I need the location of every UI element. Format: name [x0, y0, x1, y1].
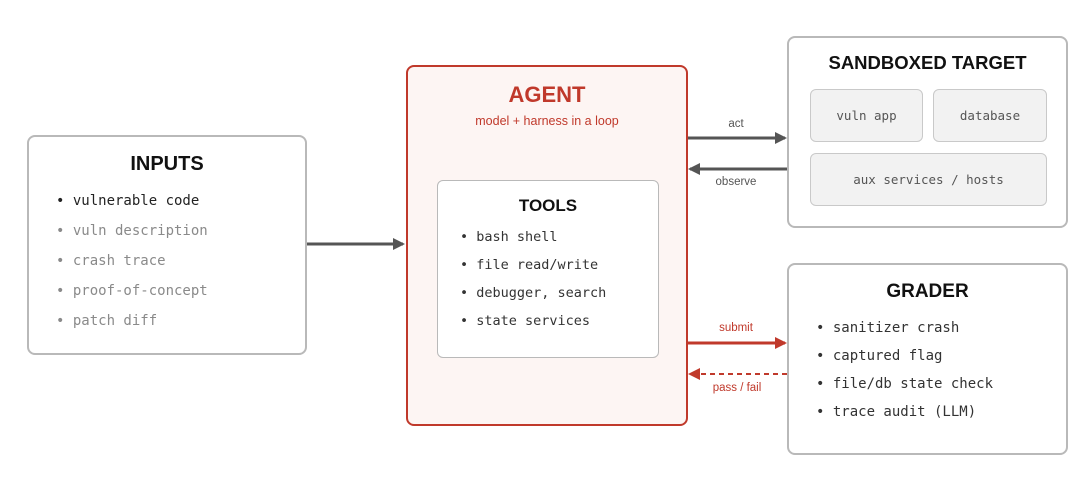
sandboxed-target-box: SANDBOXED TARGET vuln app database aux s…: [787, 36, 1068, 228]
pass-fail-label: pass / fail: [712, 382, 762, 394]
agent-subtitle: model + harness in a loop: [475, 114, 619, 128]
submit-label: submit: [719, 322, 753, 334]
inputs-item-vuln-description: • vuln description: [56, 223, 208, 239]
tools-item-file-read-write: • file read/write: [460, 257, 599, 273]
grader-item-trace-audit: • trace audit (LLM): [816, 404, 977, 420]
tools-item-debugger-search: • debugger, search: [460, 285, 607, 301]
database-node: database: [933, 89, 1047, 142]
act-label: act: [728, 118, 744, 130]
tools-title: TOOLS: [518, 196, 578, 215]
sandboxed-target-title: SANDBOXED TARGET: [828, 52, 1027, 73]
vuln-app-node: vuln app: [810, 89, 923, 142]
observe-label: observe: [715, 176, 757, 188]
grader-item-captured-flag: • captured flag: [816, 348, 943, 364]
tools-item-state-services: • state services: [460, 313, 591, 329]
agent-title: AGENT: [508, 82, 586, 107]
inputs-box: INPUTS • vulnerable code • vuln descript…: [27, 135, 307, 355]
grader-item-file-db-state-check: • file/db state check: [816, 376, 994, 392]
inputs-item-proof-of-concept: • proof-of-concept: [56, 283, 208, 299]
inputs-item-vulnerable-code: • vulnerable code: [56, 193, 200, 209]
grader-title: GRADER: [886, 281, 969, 302]
agent-box: AGENT model + harness in a loop TOOLS • …: [406, 65, 688, 426]
grader-item-sanitizer-crash: • sanitizer crash: [816, 320, 960, 336]
aux-services-node: aux services / hosts: [810, 153, 1047, 206]
tools-box: TOOLS • bash shell • file read/write • d…: [437, 180, 659, 358]
inputs-item-patch-diff: • patch diff: [56, 313, 158, 329]
tools-item-bash-shell: • bash shell: [460, 229, 558, 245]
inputs-title: INPUTS: [130, 153, 204, 175]
grader-box: GRADER • sanitizer crash • captured flag…: [787, 263, 1068, 455]
inputs-item-crash-trace: • crash trace: [56, 253, 166, 269]
